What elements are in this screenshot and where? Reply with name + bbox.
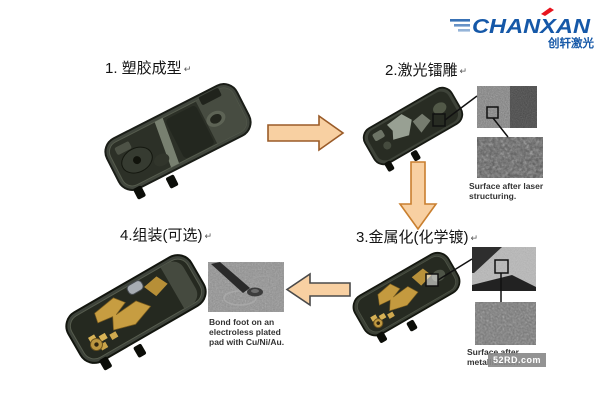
metallized-surface-closeup-bottom bbox=[475, 302, 536, 345]
step4-caption: Bond foot on an electroless plated pad w… bbox=[209, 317, 285, 348]
metallized-surface-closeup-top bbox=[472, 247, 536, 291]
logo-red-accent-icon bbox=[541, 7, 554, 16]
logo-brand-text: CHANXAN bbox=[472, 16, 591, 38]
arrow-step2-to-step3-icon bbox=[398, 161, 438, 231]
step1-part-photo bbox=[98, 80, 258, 200]
logo-speed-lines-icon bbox=[450, 19, 470, 32]
paragraph-mark: ↵ bbox=[183, 64, 192, 74]
step3-part-photo bbox=[348, 246, 466, 344]
step4-part-photo bbox=[60, 248, 212, 371]
watermark-badge: 52RD.com bbox=[488, 353, 547, 367]
paragraph-mark: ↵ bbox=[204, 231, 213, 241]
laser-surface-closeup-top bbox=[477, 86, 537, 128]
arrow-step1-to-step2-icon bbox=[267, 114, 345, 152]
step2-label: 2.激光镭雕↵ bbox=[385, 62, 468, 79]
logo-subtitle-text: 创轩激光 bbox=[547, 36, 594, 50]
step2-caption: Surface after laser structuring. bbox=[469, 181, 544, 202]
laser-surface-closeup-bottom bbox=[477, 137, 543, 178]
arrow-step3-to-step4-icon bbox=[285, 272, 351, 307]
step2-part-photo bbox=[357, 82, 469, 172]
step1-label: 1. 塑胶成型↵ bbox=[105, 60, 192, 77]
bond-foot-closeup bbox=[208, 262, 284, 312]
step4-label: 4.组装(可选)↵ bbox=[120, 227, 213, 244]
paragraph-mark: ↵ bbox=[470, 233, 479, 243]
step3-label: 3.金属化(化学镀)↵ bbox=[356, 229, 479, 246]
paragraph-mark: ↵ bbox=[459, 66, 468, 76]
chanxan-logo: CHANXAN 创轩激光 bbox=[446, 4, 596, 50]
